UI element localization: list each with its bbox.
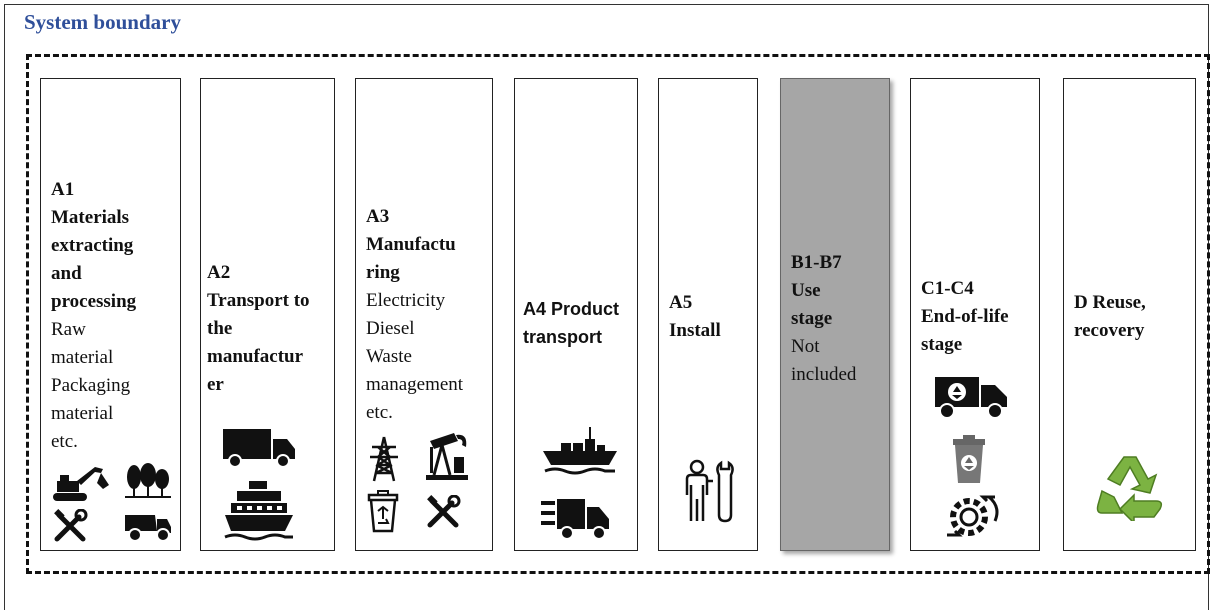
stage-detail: Not	[791, 336, 820, 357]
stage-detail: material	[51, 403, 114, 424]
stage-line: the	[207, 318, 233, 339]
stage-code: D Reuse,	[1074, 292, 1146, 313]
stage-code: A5	[669, 292, 693, 313]
stage-code: A2	[207, 262, 231, 283]
stage-line: stage	[921, 334, 963, 355]
stage-box-a4: A4 Product transport	[514, 78, 638, 551]
cruise-ship-icon	[224, 481, 293, 541]
stage-line: Install	[669, 320, 721, 341]
recycling-truck-icon	[935, 377, 1007, 419]
stage-line: End-of-life	[921, 306, 1009, 327]
stage-line: Materials	[51, 207, 130, 228]
stage-detail: Raw	[51, 319, 86, 340]
power-tower-icon	[370, 436, 398, 482]
dump-truck-icon	[125, 515, 171, 542]
delivery-truck-icon	[541, 499, 609, 540]
system-boundary-title: System boundary	[24, 10, 181, 34]
truck-icon	[223, 429, 295, 468]
stage-text-a2: A2 Transport to the manufactur er	[207, 259, 310, 399]
stage-text-d: D Reuse, recovery	[1074, 289, 1146, 345]
recycle-arrows-icon	[1096, 456, 1163, 521]
stage-box-b1-b7: B1-B7 Use stage Not included	[780, 78, 890, 551]
stage-detail: Packaging	[51, 375, 131, 396]
cargo-ship-icon	[543, 427, 617, 475]
system-boundary-dashed-border	[26, 54, 1210, 574]
stage-line: processing	[51, 291, 137, 312]
stage-line: extracting	[51, 235, 134, 256]
stage-code: A1	[51, 179, 75, 200]
stage-text-a4: A4 Product transport	[523, 295, 619, 351]
oil-pump-icon	[426, 433, 468, 480]
stage-text-b1-b7: B1-B7 Use stage Not included	[791, 249, 856, 389]
stage-line: recovery	[1074, 320, 1145, 341]
stage-line: ring	[366, 262, 400, 283]
tools-icon	[427, 495, 461, 528]
recycle-bin-icon	[367, 490, 399, 533]
stage-detail: material	[51, 347, 114, 368]
stage-detail: included	[791, 364, 857, 385]
stage-box-a1: A1 Materials extracting and processing R…	[40, 78, 181, 551]
stage-text-a5: A5 Install	[669, 289, 721, 345]
stage-box-d: D Reuse, recovery	[1063, 78, 1196, 551]
stage-line: transport	[523, 327, 603, 347]
installer-wrench-icon	[685, 459, 734, 523]
stage-detail: Diesel	[366, 318, 415, 339]
stage-code: A4 Product	[523, 299, 620, 319]
stage-detail: Waste	[366, 346, 412, 367]
stage-box-a5: A5 Install	[658, 78, 758, 551]
stage-line: Manufactu	[366, 234, 456, 255]
stage-box-a2: A2 Transport to the manufactur er	[200, 78, 335, 551]
excavator-icon	[53, 467, 109, 501]
stage-detail: etc.	[51, 431, 78, 452]
stage-code: C1-C4	[921, 278, 974, 299]
tools-icon	[54, 509, 88, 542]
stage-code: B1-B7	[791, 252, 842, 273]
stage-box-a3: A3 Manufactu ring Electricity Diesel Was…	[355, 78, 493, 551]
recycling-bin-icon	[953, 435, 985, 483]
stage-line: stage	[791, 308, 833, 329]
stage-code: A3	[366, 206, 390, 227]
stage-line: and	[51, 263, 82, 284]
gear-cycle-icon	[947, 495, 999, 537]
stage-box-c1-c4: C1-C4 End-of-life stage	[910, 78, 1040, 551]
stage-line: Use	[791, 280, 821, 301]
stage-text-c1-c4: C1-C4 End-of-life stage	[921, 275, 1009, 359]
stage-text-a1: A1 Materials extracting and processing R…	[51, 176, 136, 456]
stage-line: manufactur	[207, 346, 304, 367]
stage-detail: management	[366, 374, 464, 395]
stage-detail: Electricity	[366, 290, 446, 311]
stage-text-a3: A3 Manufactu ring Electricity Diesel Was…	[366, 203, 463, 427]
trees-icon	[125, 463, 171, 498]
stage-line: er	[207, 374, 224, 395]
stage-line: Transport to	[207, 290, 310, 311]
stage-detail: etc.	[366, 402, 393, 423]
